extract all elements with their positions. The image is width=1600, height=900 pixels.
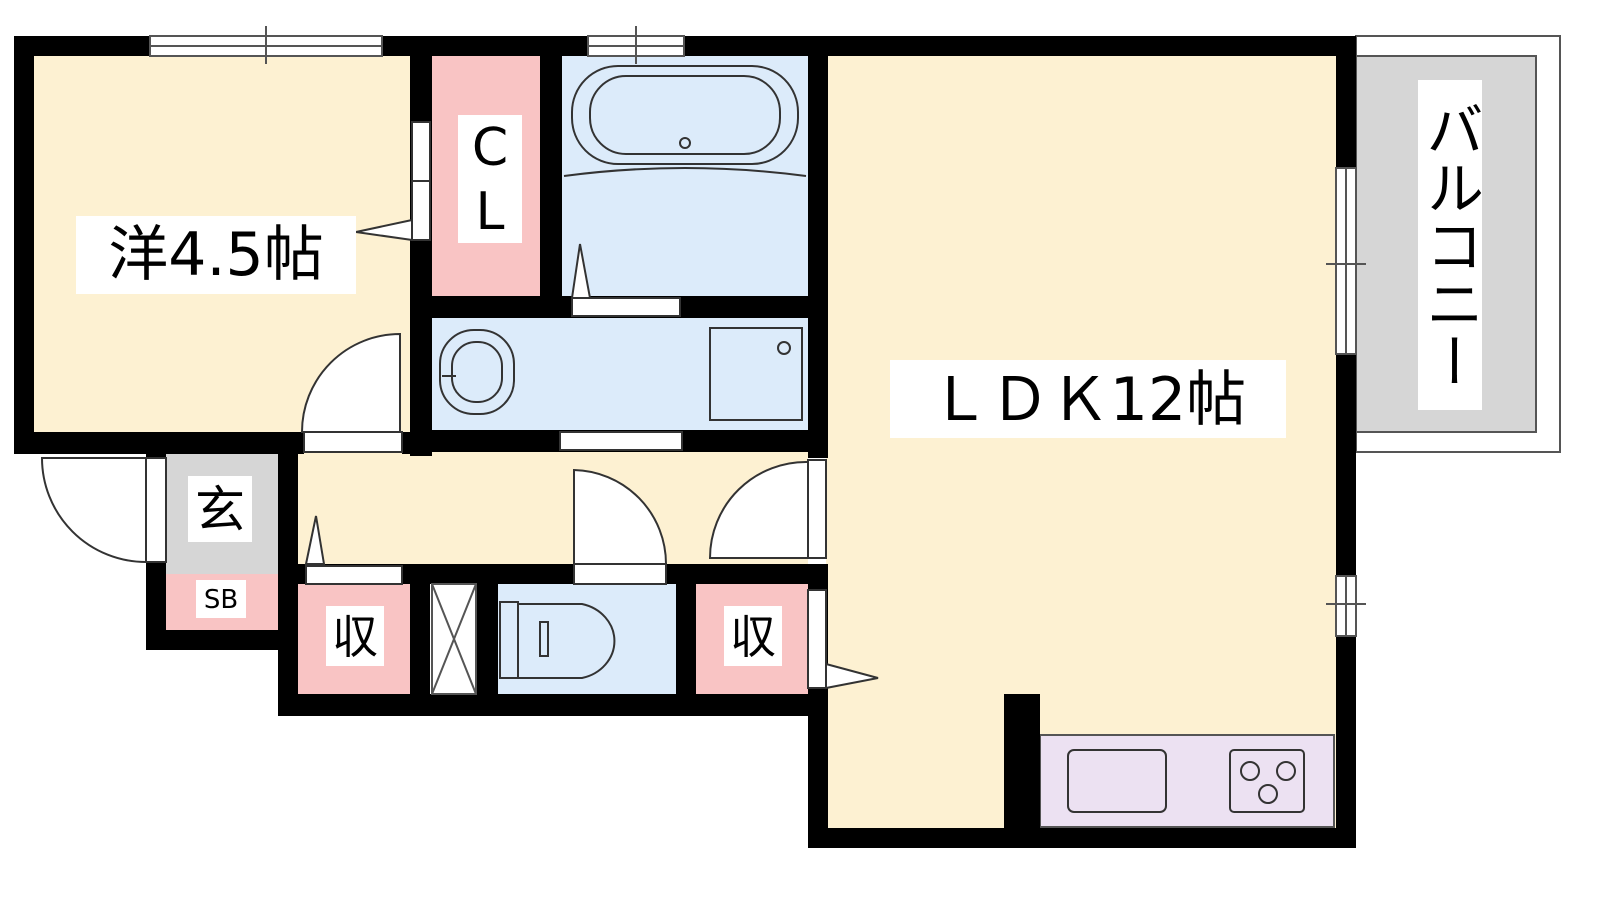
storage-left-door xyxy=(305,565,403,585)
shoe-box-label: SB xyxy=(204,585,238,615)
balcony-label: バルコニー xyxy=(1416,100,1484,390)
ldk-label: ＬＤＫ12帖 xyxy=(930,365,1246,435)
western-room-label: 洋4.5帖 xyxy=(108,220,323,290)
washbasin xyxy=(439,329,515,415)
western-room-door xyxy=(300,332,401,433)
door-arrows xyxy=(304,218,879,690)
toilet-door xyxy=(573,468,668,565)
sink xyxy=(1067,749,1167,813)
storage-right-label: 収 xyxy=(730,610,776,664)
burner-3 xyxy=(1258,784,1278,804)
room-labels: 洋4.5帖 C L ＬＤＫ12帖 バルコニー 玄 SB 収 収 xyxy=(76,80,1484,666)
doors xyxy=(40,121,827,689)
entrance-door xyxy=(40,457,147,564)
washing-machine-pan xyxy=(709,327,803,421)
burner-1 xyxy=(1240,761,1260,781)
ldk-door xyxy=(708,460,809,559)
kitchen-fixtures xyxy=(1067,749,1305,813)
toilet xyxy=(499,601,616,679)
bathroom-door xyxy=(571,297,681,317)
windows xyxy=(149,26,1366,637)
washroom-door xyxy=(559,431,683,451)
storage-left-label: 収 xyxy=(332,610,378,664)
closet-label-c: C xyxy=(472,118,508,178)
kitchen-counter xyxy=(1039,734,1335,828)
entrance-label: 玄 xyxy=(195,481,245,539)
closet-label-l: L xyxy=(476,182,505,242)
pipe-space-marker xyxy=(431,583,477,695)
bathtub xyxy=(563,65,807,177)
burner-2 xyxy=(1276,761,1296,781)
storage-right-door xyxy=(807,589,827,689)
stove xyxy=(1229,749,1305,813)
bathroom-floor xyxy=(562,56,808,298)
ldk-floor xyxy=(826,56,1338,828)
